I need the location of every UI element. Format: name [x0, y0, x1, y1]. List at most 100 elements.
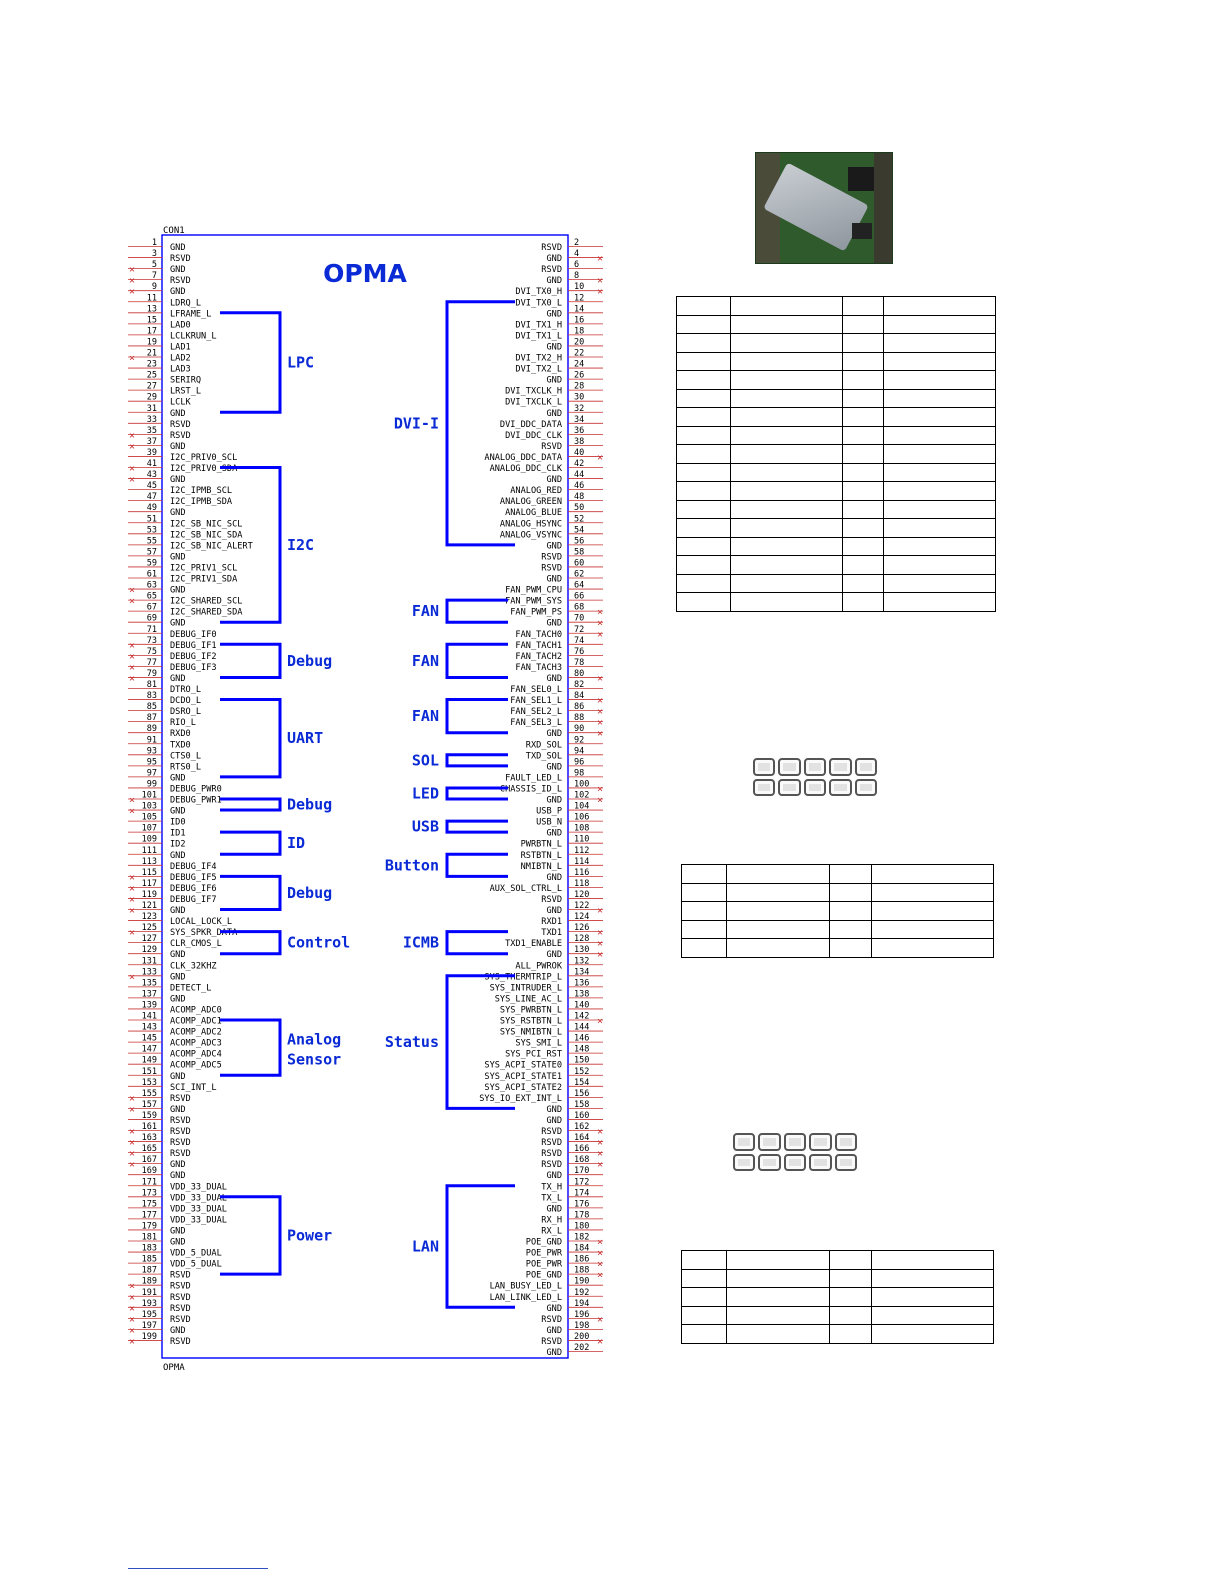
table-cell: [829, 1250, 872, 1270]
pin-signal: GND: [546, 1326, 562, 1336]
pin-number: 63: [147, 581, 157, 591]
pin-number: 106: [574, 813, 589, 823]
table-cell: [883, 592, 996, 612]
header-pin: [834, 1133, 857, 1151]
pin-number: 198: [574, 1321, 589, 1331]
table-cell: [725, 919, 831, 939]
table-cell: [725, 864, 831, 884]
pin-number: 184: [574, 1244, 589, 1254]
connector-title: OPMA: [323, 259, 407, 288]
pin-number: 94: [574, 746, 584, 756]
nc-mark: ×: [597, 1314, 603, 1325]
table-cell: [829, 1324, 872, 1344]
pin-number: 173: [142, 1188, 157, 1198]
nc-mark: ×: [129, 353, 135, 364]
pin-number: 50: [574, 503, 584, 513]
pin-signal: GND: [170, 409, 186, 419]
table-cell: [842, 314, 885, 334]
pin-number: 25: [147, 371, 157, 381]
table-cell: [730, 388, 844, 408]
chip: [848, 167, 874, 191]
header-pin: [803, 758, 827, 776]
pin-number: 114: [574, 857, 589, 867]
pin-signal: RSVD: [170, 1127, 191, 1137]
pin-number: 152: [574, 1067, 589, 1077]
pin-signal: ACOMP_ADC1: [170, 1017, 222, 1027]
pin-number: 53: [147, 525, 157, 535]
pin-signal: SYS_LINE_AC_L: [495, 994, 562, 1004]
nc-mark: ×: [129, 1303, 135, 1314]
nc-mark: ×: [129, 1292, 135, 1303]
pin-number: 82: [574, 680, 584, 690]
pin-number: 72: [574, 625, 584, 635]
pin-signal: RSVD: [541, 1315, 562, 1325]
table-cell: [681, 1287, 727, 1307]
pin-number: 138: [574, 989, 589, 999]
nc-mark: ×: [597, 1336, 603, 1347]
pin-number: 107: [142, 824, 157, 834]
pin-signal: CTS0_L: [170, 751, 201, 761]
pin-number: 182: [574, 1233, 589, 1243]
pin-signal: DEBUG_IF5: [170, 873, 217, 883]
group-bracket: [445, 753, 508, 768]
pin-number: 4: [574, 249, 579, 259]
pin-number: 75: [147, 647, 157, 657]
table-cell: [725, 1305, 831, 1325]
pin-number: 67: [147, 603, 157, 613]
pin-signal: GND: [546, 309, 562, 319]
group-label: LED: [412, 784, 439, 802]
pin-number: 41: [147, 459, 157, 469]
pin-signal: SYS_THERMTRIP_L: [484, 972, 562, 982]
pin-signal: RSVD: [170, 431, 191, 441]
pin-signal: I2C_PRIV1_SDA: [170, 575, 238, 585]
pin-signal: ID0: [170, 818, 186, 828]
nc-mark: ×: [129, 872, 135, 883]
nc-mark: ×: [129, 640, 135, 651]
pin-signal: GND: [170, 674, 186, 684]
pin-number: 155: [142, 1089, 157, 1099]
table-cell: [883, 388, 996, 408]
table-cell: [842, 370, 885, 390]
pin-number: 112: [574, 846, 589, 856]
pin-signal: DCDO_L: [170, 696, 201, 706]
header-pin: [753, 758, 776, 776]
group-bracket: [220, 311, 282, 414]
pin-number: 199: [142, 1332, 157, 1342]
group-bracket: [445, 974, 515, 1110]
header-1-pin-table: [681, 864, 995, 958]
pin-signal: RSVD: [541, 895, 562, 905]
header-pin: [733, 1153, 756, 1171]
table-cell: [730, 518, 844, 538]
nc-mark: ×: [597, 1248, 603, 1259]
pin-signal: GND: [170, 851, 186, 861]
pin-signal: SYS_ACPI_STATE2: [484, 1083, 562, 1093]
pin-signal: DVI_TX1_L: [515, 331, 562, 341]
pin-number: 186: [574, 1255, 589, 1265]
pin-number: 64: [574, 581, 584, 591]
table-cell: [842, 425, 885, 445]
group-bracket: [445, 300, 515, 547]
nc-mark: ×: [597, 1127, 603, 1138]
pin-number: 175: [142, 1199, 157, 1209]
group-label: USB: [412, 818, 439, 836]
table-cell: [883, 462, 996, 482]
pin-number: 100: [574, 779, 589, 789]
pin-signal: GND: [170, 442, 186, 452]
pin-signal: ANALOG_GREEN: [500, 497, 562, 507]
pin-number: 126: [574, 923, 589, 933]
pin-signal: TXD1: [541, 928, 562, 938]
table-cell: [883, 444, 996, 464]
pin-number: 31: [147, 404, 157, 414]
nc-mark: ×: [597, 452, 603, 463]
pin-number: 169: [142, 1166, 157, 1176]
nc-mark: ×: [129, 795, 135, 806]
pin-signal: RSTBTN_L: [521, 851, 562, 861]
pin-number: 171: [142, 1177, 157, 1187]
pin-signal: FAN_TACH2: [515, 652, 562, 662]
pin-number: 98: [574, 768, 584, 778]
table-cell: [883, 481, 996, 501]
nc-mark: ×: [597, 607, 603, 618]
pin-number: 52: [574, 514, 584, 524]
table-cell: [883, 333, 996, 353]
